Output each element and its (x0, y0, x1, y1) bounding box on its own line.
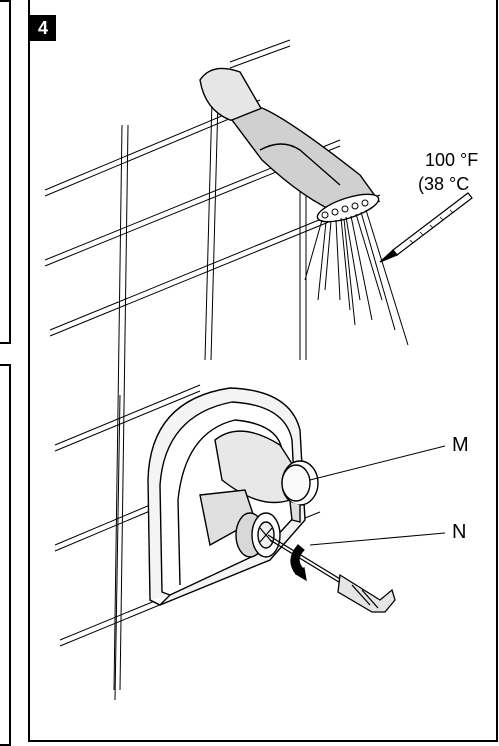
part-label-m: M (452, 434, 469, 456)
figure-frame (28, 0, 498, 742)
shower-head (199, 67, 380, 223)
step-number-badge: 4 (30, 15, 56, 41)
adjacent-panel-top-border (0, 0, 11, 344)
leader-lines (309, 445, 446, 546)
water-spray (304, 209, 409, 346)
cartridge-n (199, 489, 281, 558)
temperature-celsius-label: (38 °C (418, 174, 470, 194)
thermometer (379, 192, 473, 263)
rotation-arrow (290, 544, 307, 582)
handle-m (214, 430, 319, 523)
screwdriver (267, 534, 396, 613)
wall-tile-grid (44, 39, 381, 701)
part-label-n: N (452, 521, 467, 543)
temperature-fahrenheit-label: 100 °F (425, 150, 479, 170)
